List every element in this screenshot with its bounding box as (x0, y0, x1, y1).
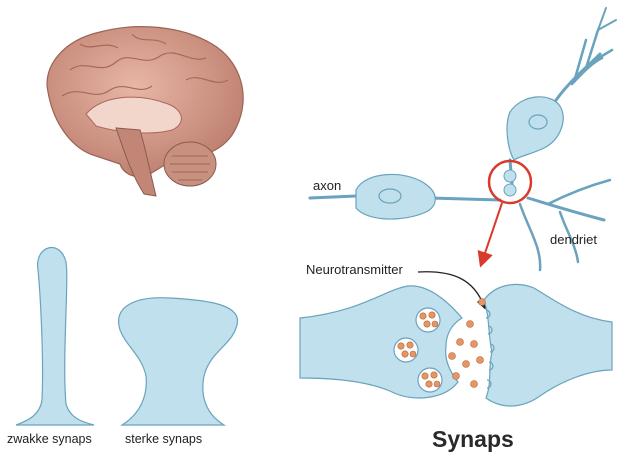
synapse-closeup (300, 284, 612, 406)
strong-synapse-label: sterke synaps (125, 432, 202, 446)
neuron-network (310, 8, 616, 270)
dendrite-label: dendriet (550, 232, 597, 247)
axon-label: axon (313, 178, 341, 193)
postsynaptic-terminal (484, 284, 612, 406)
zoom-arrow (482, 203, 502, 262)
synapse-title: Synaps (432, 426, 514, 453)
axon-cell-body (356, 174, 435, 219)
neurotransmitter-label: Neurotransmitter (306, 262, 403, 277)
weak-synapse-label: zwakke synaps (7, 432, 92, 446)
weak-synapse-shape (16, 248, 94, 425)
strong-synapse-shape (119, 298, 238, 425)
brain-illustration (47, 27, 243, 196)
